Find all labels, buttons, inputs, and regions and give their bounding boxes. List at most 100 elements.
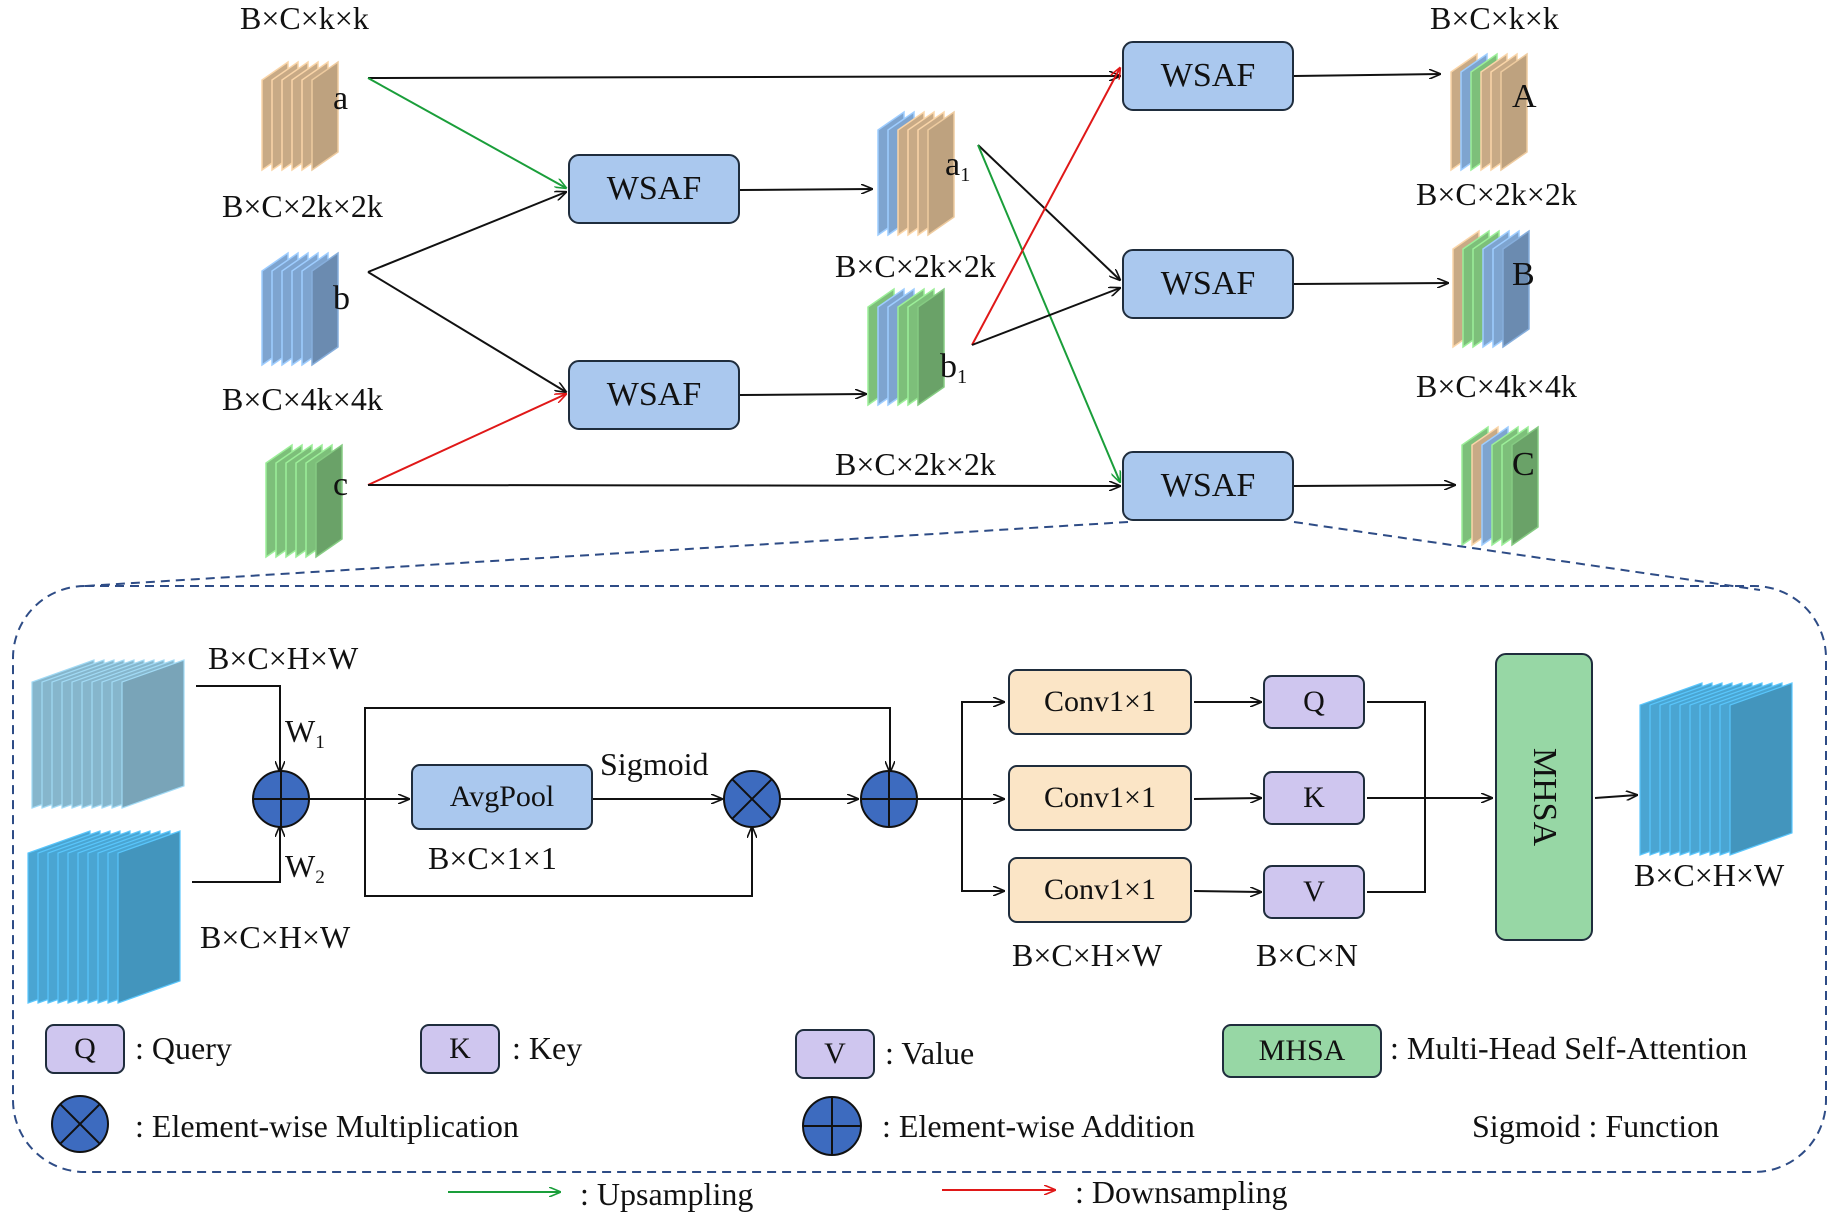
arrow-mhsa-to-output: [1594, 795, 1637, 798]
feature-map-stacks: [27, 52, 1793, 1004]
arrow-wsaf-outc-to-C: [1293, 485, 1455, 486]
line-v-to-mhsa: [1367, 797, 1426, 893]
arrow-skip-to-mult: [364, 799, 752, 897]
conv-v-box: Conv1×1: [1008, 857, 1192, 923]
legend-k-text: : Key: [512, 1030, 583, 1066]
line-q-to-mhsa: [1367, 701, 1426, 797]
output-b-dims: B×C×2k×2k: [1416, 176, 1577, 212]
legend-add-icon: [802, 1096, 862, 1156]
arrow-b-wsaf-ab: [367, 192, 566, 273]
avgpool-dims: B×C×1×1: [428, 840, 557, 876]
v-box: V: [1263, 865, 1365, 919]
wsaf-box-bc: WSAF: [568, 360, 740, 430]
legend-q-box: Q: [45, 1024, 125, 1074]
legend-up-text: : Upsampling: [580, 1176, 754, 1212]
mhsa-box: MHSA: [1495, 653, 1593, 941]
legend-sigmoid-text: Sigmoid : Function: [1472, 1108, 1720, 1144]
sigmoid-label: Sigmoid: [600, 746, 709, 782]
input-a-dims: B×C×k×k: [240, 0, 369, 36]
legend-mhsa-box: MHSA: [1222, 1024, 1382, 1078]
feature-b1-sheet: [917, 287, 945, 407]
b1-dims: B×C×2k×2k: [835, 446, 996, 482]
arrow-a-up-wsaf-ab: [367, 77, 566, 188]
output-a-dims: B×C×k×k: [1430, 0, 1559, 36]
arrow-conv-k-to-k: [1193, 798, 1261, 799]
feature-A-sheet: [1500, 52, 1528, 172]
input-a-letter: a: [333, 80, 349, 117]
input-c-dims: B×C×4k×4k: [222, 381, 383, 417]
legend-v-text: : Value: [885, 1035, 975, 1071]
detail-output-stack: [1639, 682, 1793, 856]
arrow-add2-to-conv-v: [961, 799, 1004, 891]
output-b-letter: B: [1512, 256, 1535, 293]
detail-input2-dims: B×C×H×W: [200, 919, 351, 955]
arrow-a-to-wsaf-outa: [367, 76, 1120, 78]
arrow-c-down-wsaf-bc: [367, 394, 566, 486]
feature-C-sheet: [1511, 425, 1539, 547]
a1-letter: a1: [945, 146, 971, 187]
arrow-wsaf-outb-to-B: [1293, 283, 1448, 284]
arrow-input2-to-add1: [192, 826, 280, 883]
detail-input1-stack-sheet: [121, 659, 185, 809]
output-c-letter: C: [1512, 446, 1535, 483]
output-c-dims: B×C×4k×4k: [1416, 368, 1577, 404]
feature-c: [265, 443, 343, 559]
zoom-line-left: [84, 521, 1129, 587]
conv-k-box: Conv1×1: [1008, 765, 1192, 831]
arrow-add2-to-conv-q: [961, 702, 1004, 799]
zoom-line-right: [1293, 521, 1761, 591]
feature-c-sheet: [315, 443, 343, 559]
detail-input1-stack: [31, 659, 185, 809]
wsaf-box-out-a: WSAF: [1122, 41, 1294, 111]
a1-dims: B×C×2k×2k: [835, 248, 996, 284]
add-operator-1: [252, 770, 310, 828]
legend-multiply-icon: [51, 1095, 109, 1153]
arrow-conv-v-to-v: [1193, 891, 1261, 892]
detail-input2-stack-sheet: [117, 830, 181, 1004]
feature-a1: [877, 110, 955, 237]
legend-mhsa-text: : Multi-Head Self-Attention: [1390, 1030, 1748, 1066]
legend-q-text: : Query: [135, 1030, 232, 1066]
legend-multiply-icon-b: [59, 1103, 101, 1145]
arrow-input1-to-add1: [196, 685, 280, 772]
wsaf-box-out-c: WSAF: [1122, 451, 1294, 521]
feature-a: [261, 60, 339, 172]
conv-q-box: Conv1×1: [1008, 669, 1192, 735]
feature-b: [261, 251, 339, 367]
operator-circles: [51, 770, 918, 1156]
output-a-letter: A: [1512, 78, 1537, 115]
detail-output-stack-sheet: [1729, 682, 1793, 856]
feature-B-sheet: [1502, 229, 1530, 349]
legend-mult-text: : Element-wise Multiplication: [135, 1108, 519, 1144]
arrow-wsaf-ab-to-a1: [739, 189, 872, 190]
input-b-dims: B×C×2k×2k: [222, 188, 383, 224]
conv-dims: B×C×H×W: [1012, 937, 1163, 973]
detail-input2-stack: [27, 830, 181, 1004]
detail-panel-border: [12, 585, 1827, 1173]
legend-add-text: : Element-wise Addition: [882, 1108, 1195, 1144]
w1-label: W1: [285, 713, 325, 753]
wsaf-box-ab: WSAF: [568, 154, 740, 224]
legend-v-box: V: [795, 1029, 875, 1079]
arrow-wsaf-bc-to-b1: [739, 394, 866, 395]
arrow-wsaf-outa-to-A: [1293, 74, 1440, 76]
arrow-c-to-wsaf-outc: [367, 485, 1120, 486]
connector-lines: [12, 68, 1827, 1192]
avgpool-box: AvgPool: [411, 764, 593, 830]
wsaf-box-out-b: WSAF: [1122, 249, 1294, 319]
input-c-letter: c: [333, 466, 349, 503]
w2-label: W2: [285, 848, 325, 888]
input-b-letter: b: [333, 280, 350, 317]
arrow-b1-down-wsaf-outa: [971, 68, 1120, 346]
arrow-b-wsaf-bc: [367, 271, 566, 392]
detail-output-dims: B×C×H×W: [1634, 857, 1785, 893]
feature-a-sheet: [311, 60, 339, 172]
arrow-a1-up-wsaf-outc: [977, 144, 1120, 482]
feature-A: [1450, 52, 1528, 172]
legend-k-box: K: [420, 1024, 500, 1074]
multiply-operator: [723, 770, 781, 828]
multiply-operator-b: [731, 778, 773, 820]
arrow-a1-to-wsaf-outb: [977, 144, 1120, 280]
